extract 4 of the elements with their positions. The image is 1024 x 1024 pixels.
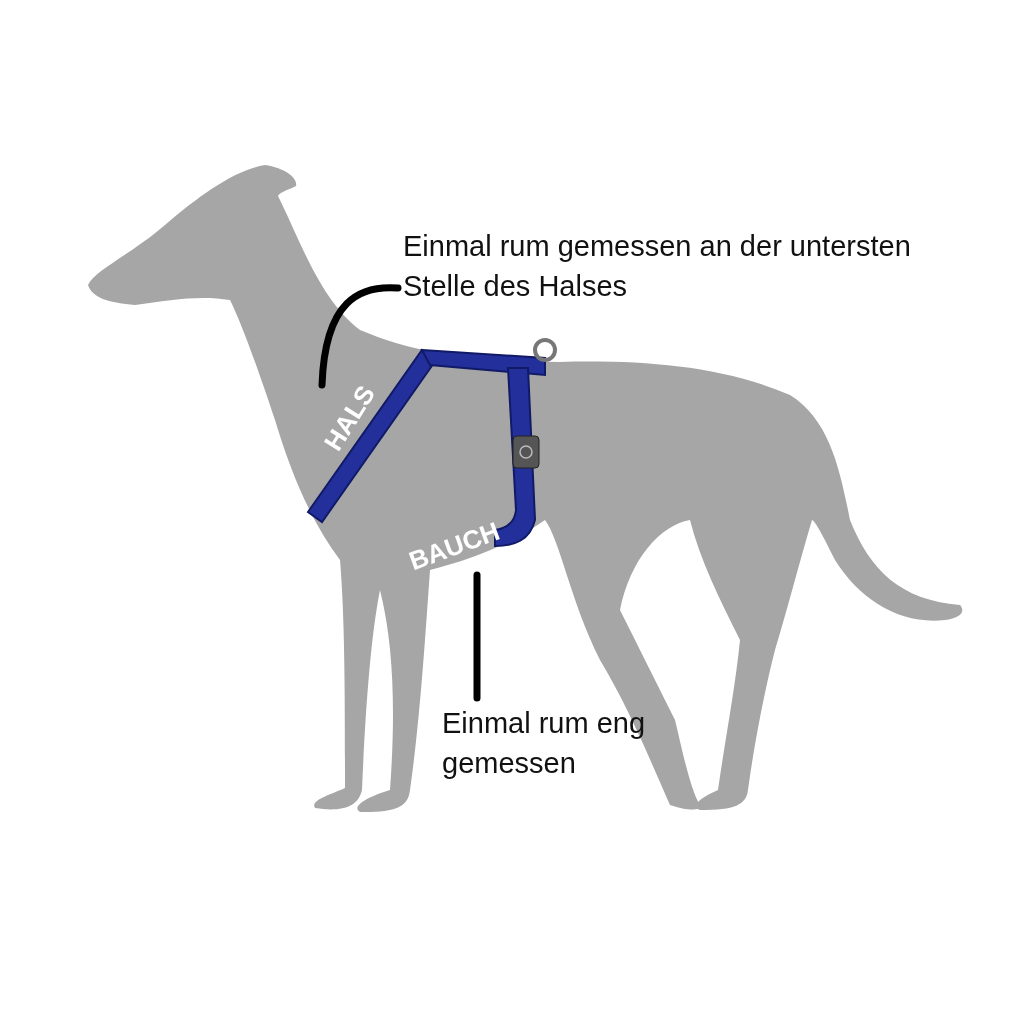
measurement-note: Einmal rum gemessen an der untersten Stelle des Halses [403,226,923,306]
leader-line [318,284,402,389]
measurement-note: Einmal rum eng gemessen [442,703,692,783]
leader-line [473,571,481,702]
